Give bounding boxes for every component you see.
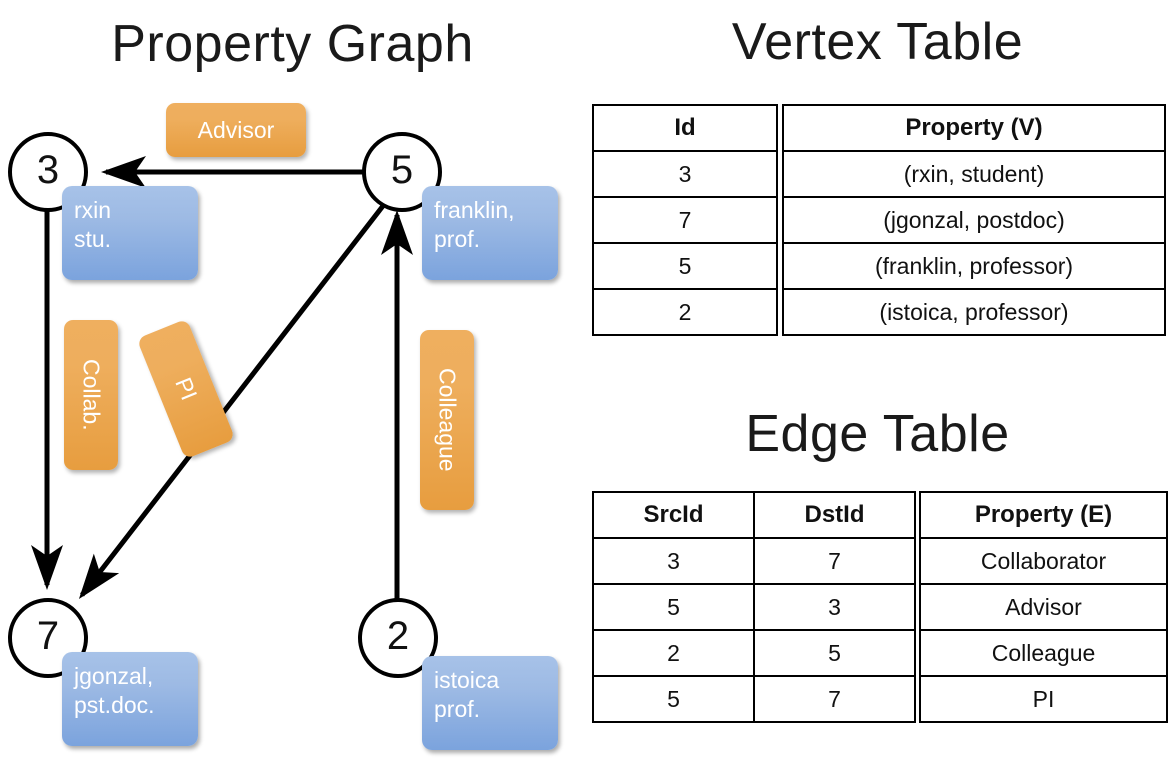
node-property-line: stu. (74, 226, 112, 253)
vertex-cell-property: (istoica, professor) (782, 288, 1166, 336)
edge-label-colleague[interactable]: Colleague (420, 330, 474, 510)
edge-id-grid: SrcId DstId 3 7 5 3 2 5 5 7 (592, 491, 916, 723)
edge-cell-srcid: 5 (592, 583, 755, 631)
edge-table-property-column: Property (E) Collaborator Advisor Collea… (919, 491, 1168, 723)
node-property-line: franklin, (434, 197, 515, 223)
table-row: (rxin, student) (782, 150, 1166, 198)
table-row: (franklin, professor) (782, 242, 1166, 290)
edge-cell-property: Collaborator (919, 537, 1168, 585)
vertex-cell-id: 2 (592, 288, 778, 336)
table-row: 3 (592, 150, 778, 198)
edge-header-property: Property (E) (919, 491, 1168, 539)
edge-cell-property: Advisor (919, 583, 1168, 631)
edge-label-text: PI (170, 373, 203, 404)
node-property-line: pst.doc. (74, 692, 155, 719)
vertex-table-id-column: Id 3 7 5 2 (592, 104, 778, 336)
node-property-line: prof. (434, 226, 481, 253)
edge-label-text: Collab. (78, 359, 105, 431)
edge-cell-dstid: 7 (753, 675, 916, 723)
table-row: Colleague (919, 629, 1168, 677)
edge-label-collab[interactable]: Collab. (64, 320, 118, 470)
edge-cell-srcid: 5 (592, 675, 755, 723)
node-property-line: rxin (74, 197, 112, 223)
vertex-cell-property: (jgonzal, postdoc) (782, 196, 1166, 244)
graph-node-3[interactable]: 3 (8, 132, 88, 212)
edge-label-advisor[interactable]: Advisor (166, 103, 306, 157)
table-row: Collaborator (919, 537, 1168, 585)
edge-header-srcid: SrcId (592, 491, 755, 539)
table-header-row: Property (E) (919, 491, 1168, 539)
vertex-cell-property: (rxin, student) (782, 150, 1166, 198)
vertex-table-property-column: Property (V) (rxin, student) (jgonzal, p… (782, 104, 1166, 336)
vertex-header-id: Id (592, 104, 778, 152)
table-row: Advisor (919, 583, 1168, 631)
edge-cell-property: Colleague (919, 629, 1168, 677)
node-property-line: jgonzal, (74, 663, 154, 689)
table-row: 5 3 (592, 583, 916, 631)
table-row: 5 7 (592, 675, 916, 723)
vertex-cell-property: (franklin, professor) (782, 242, 1166, 290)
node-property-line: istoica (434, 667, 500, 693)
edge-cell-property: PI (919, 675, 1168, 723)
node-property-box-5[interactable]: franklin, prof. (422, 186, 558, 280)
node-property-line: prof. (434, 696, 481, 723)
edge-cell-dstid: 5 (753, 629, 916, 677)
table-row: 2 5 (592, 629, 916, 677)
vertex-cell-id: 3 (592, 150, 778, 198)
table-row: (jgonzal, postdoc) (782, 196, 1166, 244)
graph-edges-svg (31, 156, 413, 610)
edge-label-text: Advisor (197, 116, 275, 143)
table-header-row: Id (592, 104, 778, 152)
edge-property-grid: Property (E) Collaborator Advisor Collea… (919, 491, 1168, 723)
edge-cell-dstid: 7 (753, 537, 916, 585)
table-row: (istoica, professor) (782, 288, 1166, 336)
graph-node-5-label: 5 (390, 147, 414, 192)
graph-node-2-label: 2 (386, 613, 410, 658)
table-row: 2 (592, 288, 778, 336)
edge-cell-srcid: 2 (592, 629, 755, 677)
vertex-property-grid: Property (V) (rxin, student) (jgonzal, p… (782, 104, 1166, 336)
table-row: 5 (592, 242, 778, 290)
node-property-box-7[interactable]: jgonzal, pst.doc. (62, 652, 198, 746)
edge-cell-dstid: 3 (753, 583, 916, 631)
node-property-box-2[interactable]: istoica prof. (422, 656, 558, 750)
node-property-box-3[interactable]: rxin stu. (62, 186, 198, 280)
page-title-vertex-table: Vertex Table (731, 13, 1024, 71)
graph-node-3-label: 3 (36, 147, 60, 192)
table-row: 3 7 (592, 537, 916, 585)
vertex-cell-id: 5 (592, 242, 778, 290)
vertex-cell-id: 7 (592, 196, 778, 244)
table-row: PI (919, 675, 1168, 723)
table-row: 7 (592, 196, 778, 244)
edge-header-dstid: DstId (753, 491, 916, 539)
edge-label-text: Colleague (434, 368, 461, 472)
page-title-property-graph: Property Graph (111, 15, 474, 73)
table-header-row: SrcId DstId (592, 491, 916, 539)
page-title-edge-table: Edge Table (745, 405, 1010, 463)
vertex-header-property: Property (V) (782, 104, 1166, 152)
table-header-row: Property (V) (782, 104, 1166, 152)
graph-node-7-label: 7 (36, 613, 60, 658)
property-graph-diagram: 3 5 7 2 rxin stu. franklin, prof. jgonza… (0, 90, 585, 760)
edge-table-id-columns: SrcId DstId 3 7 5 3 2 5 5 7 (592, 491, 916, 723)
edge-cell-srcid: 3 (592, 537, 755, 585)
edge-line-5-7 (78, 200, 388, 599)
vertex-id-grid: Id 3 7 5 2 (592, 104, 778, 336)
